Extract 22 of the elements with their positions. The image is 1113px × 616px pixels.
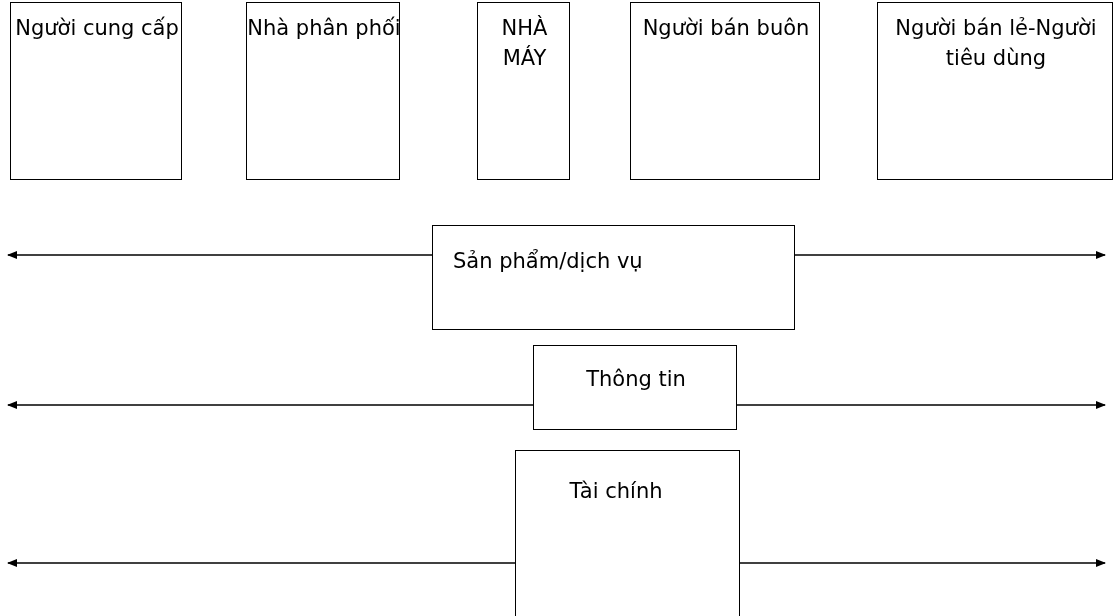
actor-box [477, 2, 570, 180]
flow-box [533, 345, 737, 430]
box-label: Nhà phân phối [247, 15, 401, 42]
arrow [7, 251, 433, 259]
box-label: Tài chính [568, 478, 664, 505]
box-label: Sản phẩm/dịch vụ [453, 248, 644, 275]
box-label: Người cung cấp [14, 15, 180, 42]
actor-box [10, 2, 182, 180]
box-label: Thông tin [585, 366, 687, 393]
arrow [794, 251, 1106, 259]
arrow [739, 559, 1106, 567]
arrow [7, 401, 534, 409]
flow-box [515, 450, 740, 616]
arrow [736, 401, 1106, 409]
flow-box [432, 225, 795, 330]
box-label: Người bán lẻ-Người tiêu dùng [894, 15, 1098, 72]
actor-box [630, 2, 820, 180]
actor-box [877, 2, 1113, 180]
box-label: Người bán buôn [641, 15, 811, 42]
actor-box [246, 2, 400, 180]
box-label: NHÀ MÁY [500, 14, 549, 72]
arrow [7, 559, 516, 567]
